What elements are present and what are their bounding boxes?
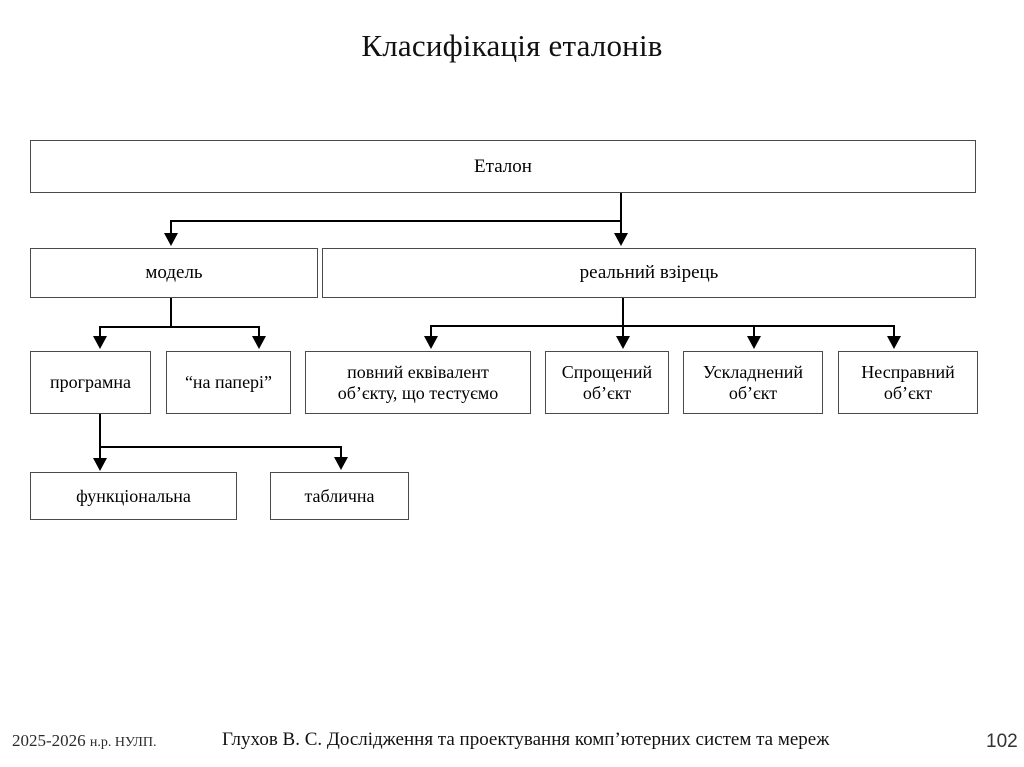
node-tabular: таблична bbox=[270, 472, 409, 520]
connector-real-stem bbox=[622, 298, 624, 338]
arrow-software-to-functional bbox=[93, 458, 107, 471]
footer-page-number: 102 bbox=[986, 731, 1018, 752]
arrow-root-to-real bbox=[614, 233, 628, 246]
connector-model-stem bbox=[170, 298, 172, 327]
connector-software-stem bbox=[99, 414, 101, 460]
connector-software-to-tabular-drop bbox=[340, 446, 342, 459]
node-on-paper: “на папері” bbox=[166, 351, 291, 414]
footer-academic-year: 2025-2026 bbox=[12, 731, 86, 750]
node-complicated-object-label: Ускладнений об’єкт bbox=[703, 362, 803, 402]
arrow-model-to-paper bbox=[252, 336, 266, 349]
arrow-real-to-simplified bbox=[616, 336, 630, 349]
node-full-equivalent-line2: об’єкту, що тестуємо bbox=[337, 382, 499, 403]
node-faulty-object-label: Несправний об’єкт bbox=[861, 362, 954, 402]
node-faulty-line2: об’єкт bbox=[883, 382, 933, 403]
arrow-real-to-faulty bbox=[887, 336, 901, 349]
connector-real-to-complex-drop bbox=[753, 325, 755, 338]
footer-course-title: Глухов В. С. Дослідження та проектування… bbox=[222, 729, 830, 750]
node-real-sample-label: реальний взірець bbox=[579, 262, 719, 284]
connector-model-bus bbox=[99, 326, 259, 328]
connector-software-bus bbox=[99, 446, 340, 448]
connector-root-to-real-drop bbox=[620, 220, 622, 235]
footer-institution: н.р. НУЛП. bbox=[89, 735, 157, 750]
connector-real-to-full-drop bbox=[430, 325, 432, 338]
node-full-equivalent-line1: повний еквівалент bbox=[347, 362, 489, 383]
node-real-sample: реальний взірець bbox=[322, 248, 976, 298]
node-complicated-line1: Ускладнений bbox=[703, 362, 803, 383]
page-title: Класифікація еталонів bbox=[361, 28, 663, 63]
node-functional: функціональна bbox=[30, 472, 237, 520]
node-model: модель bbox=[30, 248, 318, 298]
node-tabular-label: таблична bbox=[304, 485, 375, 506]
node-functional-label: функціональна bbox=[76, 485, 191, 506]
connector-root-bus bbox=[170, 220, 622, 222]
node-software-label: програмна bbox=[49, 372, 132, 393]
node-on-paper-label: “на папері” bbox=[184, 372, 273, 393]
node-simplified-object: Спрощений об’єкт bbox=[545, 351, 669, 414]
node-simplified-line2: об’єкт bbox=[582, 382, 632, 403]
arrow-model-to-software bbox=[93, 336, 107, 349]
node-simplified-object-label: Спрощений об’єкт bbox=[562, 362, 652, 402]
arrow-real-to-full-equivalent bbox=[424, 336, 438, 349]
node-full-equivalent: повний еквівалент об’єкту, що тестуємо bbox=[305, 351, 531, 414]
arrow-software-to-tabular bbox=[334, 457, 348, 470]
node-software: програмна bbox=[30, 351, 151, 414]
node-faulty-object: Несправний об’єкт bbox=[838, 351, 978, 414]
node-complicated-line2: об’єкт bbox=[728, 382, 778, 403]
node-complicated-object: Ускладнений об’єкт bbox=[683, 351, 823, 414]
arrow-root-to-model bbox=[164, 233, 178, 246]
node-full-equivalent-label: повний еквівалент об’єкту, що тестуємо bbox=[338, 362, 499, 402]
node-model-label: модель bbox=[145, 262, 203, 284]
footer-left: 2025-2026 н.р. НУЛП. bbox=[12, 731, 156, 751]
connector-root-to-model-drop bbox=[170, 220, 172, 235]
connector-root-stem bbox=[620, 193, 622, 221]
connector-real-bus bbox=[430, 325, 893, 327]
arrow-real-to-complicated bbox=[747, 336, 761, 349]
node-simplified-line1: Спрощений bbox=[561, 362, 653, 383]
node-etalon-label: Еталон bbox=[474, 155, 532, 177]
connector-real-to-faulty-drop bbox=[893, 325, 895, 338]
connector-model-to-paper-drop bbox=[258, 326, 260, 338]
node-faulty-line1: Несправний bbox=[861, 362, 955, 383]
connector-model-to-software-drop bbox=[99, 326, 101, 338]
node-etalon: Еталон bbox=[30, 140, 976, 193]
